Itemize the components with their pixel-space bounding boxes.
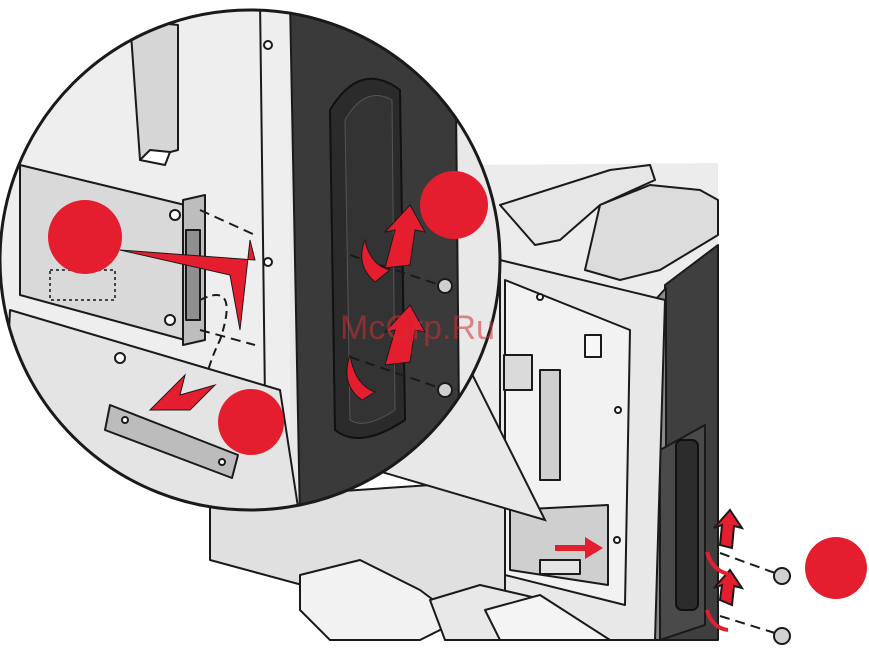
callout-2 [218,389,284,455]
callout-1 [48,200,122,274]
side-screws [707,510,790,644]
watermark-text: McGrp.Ru [340,309,495,347]
callout-4 [805,537,867,599]
callout-3 [420,171,488,239]
